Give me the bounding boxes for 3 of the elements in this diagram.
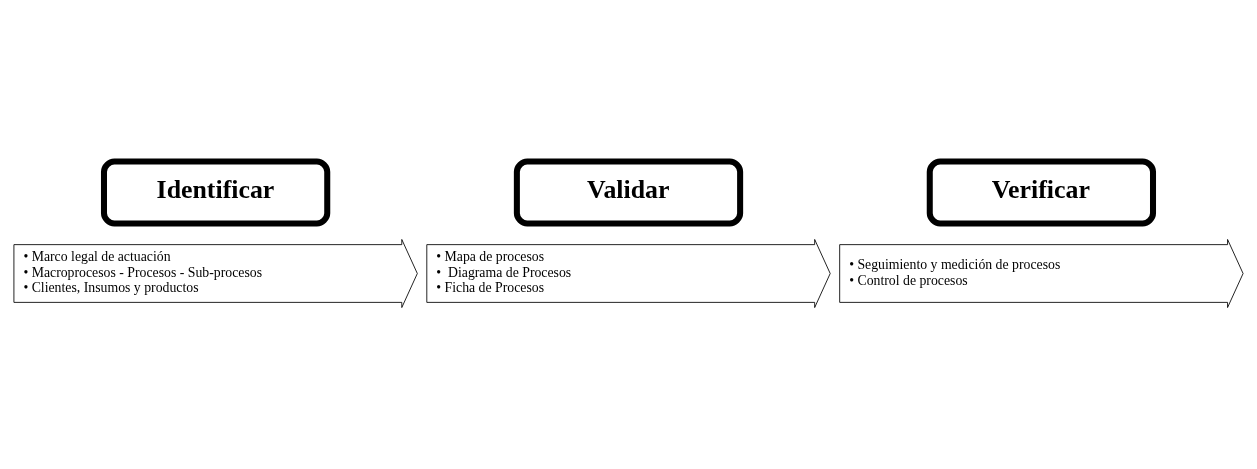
node-box: Validar [513,158,744,227]
node-box: Verificar [926,158,1157,227]
node-box: Identificar [100,158,331,227]
